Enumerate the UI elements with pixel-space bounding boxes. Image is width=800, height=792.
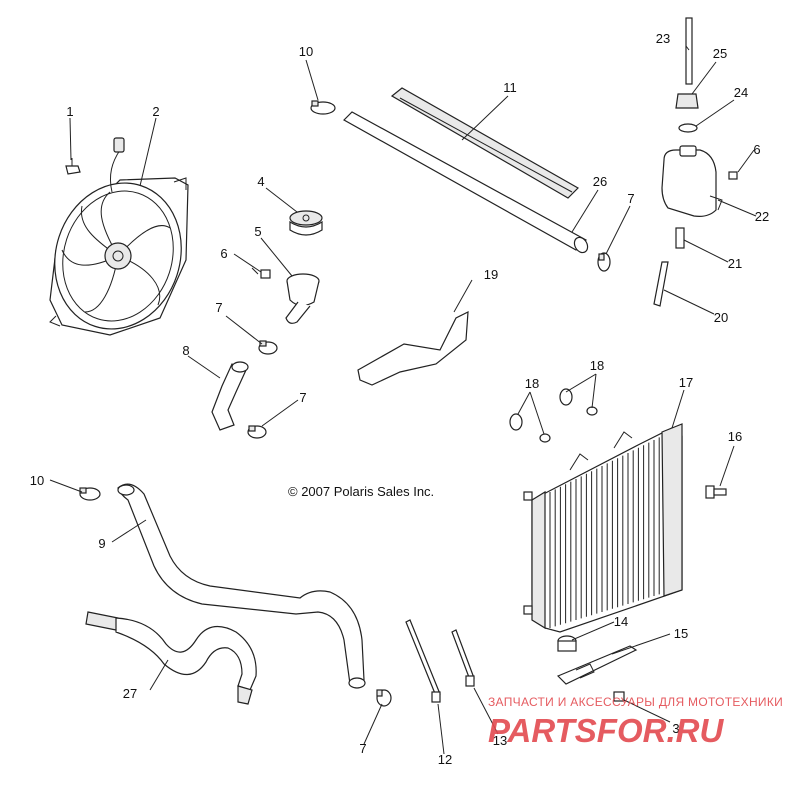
callout-6-right: 6: [753, 142, 760, 157]
callout-17: 17: [679, 375, 693, 390]
callout-14: 14: [614, 614, 628, 629]
leader-lines: [49, 45, 757, 755]
callout-13: 13: [493, 733, 507, 748]
callout-21: 21: [728, 256, 742, 271]
callout-8: 8: [182, 343, 189, 358]
callout-23: 23: [656, 31, 670, 46]
radiator-cap: [289, 210, 323, 236]
radiator: [523, 423, 683, 633]
callout-19: 19: [484, 267, 498, 282]
overflow-hose: [653, 261, 669, 307]
callout-22: 22: [755, 209, 769, 224]
watermark-tagline: ЗАПЧАСТИ И АКСЕССУАРЫ ДЛЯ МОТОТЕХНИКИ: [488, 695, 783, 709]
callout-11: 11: [503, 80, 517, 95]
bolt-part-3: [613, 691, 625, 702]
callout-4: 4: [257, 174, 264, 189]
callout-5: 5: [254, 224, 261, 239]
bolt-part-6-left: [251, 267, 271, 279]
hose-clamp-7-upper: [258, 340, 278, 355]
callout-24-25: 25: [713, 46, 727, 61]
callout-26: 26: [593, 174, 607, 189]
bolt-part-1: [65, 158, 81, 175]
hose-clamp-10-top: [310, 100, 336, 115]
watermark: ЗАПЧАСТИ И АКСЕССУАРЫ ДЛЯ МОТОТЕХНИКИ PA…: [488, 695, 783, 749]
grommet-18-a: [509, 413, 523, 431]
callout-7-upper: 7: [215, 300, 222, 315]
callout-24: 24: [734, 85, 748, 100]
washer-18-b: [586, 406, 598, 416]
cable-tie-part-13: [451, 629, 475, 687]
o-ring: [678, 123, 698, 133]
callout-7-lower: 7: [359, 741, 366, 756]
callout-16: 16: [728, 429, 742, 444]
watermark-brand: PARTSFOR.RU: [488, 712, 724, 749]
hose-fitting: [675, 227, 685, 249]
callout-6-left: 6: [220, 246, 227, 261]
callout-20: 20: [714, 310, 728, 325]
callout-7-right: 7: [627, 191, 634, 206]
callout-18-left: 18: [525, 376, 539, 391]
callout-10-left: 10: [30, 473, 44, 488]
copyright-text: © 2007 Polaris Sales Inc.: [288, 484, 434, 499]
corrugated-sleeve: [390, 87, 579, 199]
cable-tie-part-12: [405, 619, 441, 703]
callout-3: 3: [672, 721, 679, 736]
callout-18-right: 18: [590, 358, 604, 373]
short-hose-part-8: [211, 361, 249, 431]
callout-27: 27: [123, 686, 137, 701]
cooling-fan-assembly: [49, 137, 189, 336]
hose-clamp-10-left: [79, 487, 101, 501]
callout-1: 1: [66, 104, 73, 119]
reservoir-cap: [675, 93, 699, 109]
grommet-18-b: [559, 388, 573, 406]
callout-2: 2: [152, 104, 159, 119]
bolt-part-6-right: [728, 171, 738, 180]
callout-numbers: 1 2 3 4 5 6 6 7 7 7 7 8 9 10 10 11 12 13…: [30, 31, 769, 767]
overflow-tube: [685, 17, 693, 85]
lower-hose-part-27: [85, 611, 257, 705]
filler-neck: [285, 273, 320, 324]
bracket-part-19: [357, 310, 469, 386]
bolt-part-16: [705, 485, 727, 499]
spacer-part-14: [557, 635, 577, 652]
long-hose-part-9: [117, 483, 366, 689]
radiator-fins: [549, 437, 660, 628]
callout-10-top: 10: [299, 44, 313, 59]
lower-bracket-part-15: [556, 645, 638, 685]
hose-clamp-7-mid: [247, 425, 267, 439]
straight-hose-part-26: [343, 111, 589, 254]
callout-15: 15: [674, 626, 688, 641]
callout-12: 12: [438, 752, 452, 767]
coolant-reservoir: [661, 145, 723, 217]
hose-clamp-7-lower: [376, 689, 392, 707]
washer-18-a: [539, 433, 551, 443]
hose-clamp-7-right: [597, 252, 611, 272]
callout-7-mid: 7: [299, 390, 306, 405]
callout-9: 9: [98, 536, 105, 551]
